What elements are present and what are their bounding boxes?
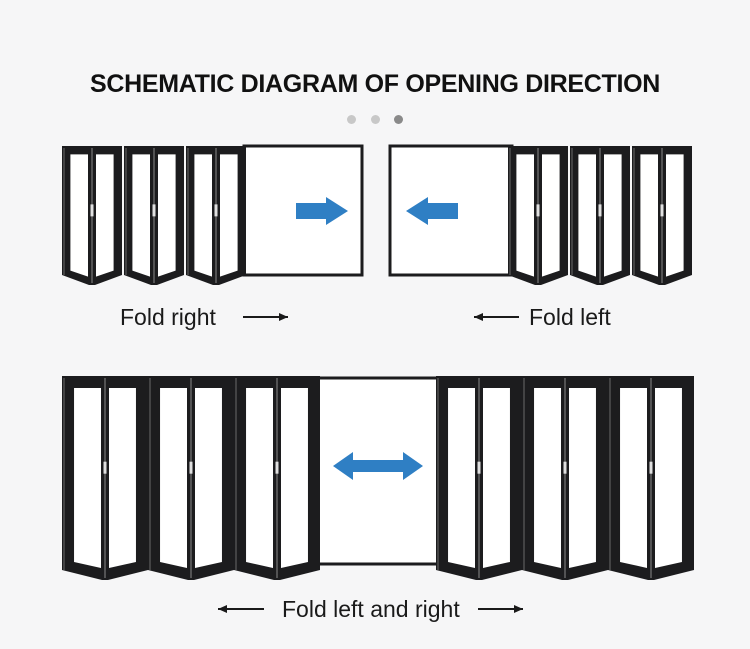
folded-panel-bl3 [234, 376, 320, 580]
folded-panel-r1 [62, 146, 122, 285]
caption-arrows [218, 313, 523, 613]
folded-panel-l2 [570, 146, 630, 285]
folded-panel-br3 [608, 376, 694, 580]
pager-dot-3[interactable] [393, 115, 403, 124]
pager-dot-1[interactable] [347, 115, 357, 124]
pager-dots [0, 111, 750, 129]
caption-fold-both: Fold left and right [282, 596, 460, 622]
caption-fold-right: Fold right [120, 304, 216, 330]
folded-panel-bl2 [148, 376, 234, 580]
caption-fold-left: Fold left [529, 304, 611, 330]
folded-panel-l3 [632, 146, 692, 285]
page-title: SCHEMATIC DIAGRAM OF OPENING DIRECTION [89, 70, 661, 98]
arrow-right-icon [296, 197, 348, 225]
arrow-left-icon [406, 197, 458, 225]
folded-panel-br1 [436, 376, 522, 580]
folded-panel-br2 [522, 376, 608, 580]
caption-arrow-right-icon [243, 313, 288, 321]
caption-arrow-left-icon [474, 313, 519, 321]
folded-panel-l1 [508, 146, 568, 285]
diagram-fold-both [62, 376, 694, 580]
diagram-fold-right [62, 144, 364, 285]
caption-arrow-both-right-icon [478, 605, 523, 613]
arrow-double-icon [333, 452, 423, 480]
folded-panel-r2 [124, 146, 184, 285]
folded-panel-r3 [186, 146, 246, 285]
pager-dot-2[interactable] [370, 115, 380, 124]
caption-arrow-both-left-icon [218, 605, 264, 613]
diagram-fold-left [388, 144, 692, 285]
folded-panel-bl1 [62, 376, 148, 580]
